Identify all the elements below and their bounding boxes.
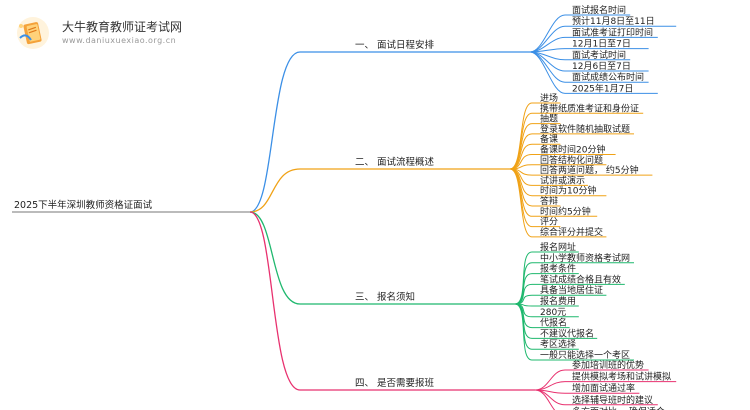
- leaf-topic[interactable]: 报名网址: [540, 241, 576, 253]
- leaf-topic[interactable]: 携带纸质准考证和身份证: [540, 102, 639, 114]
- leaf-connector: [529, 51, 566, 72]
- leaf-topic[interactable]: 回答两道问题， 约5分钟: [540, 164, 639, 176]
- leaf-connector: [529, 25, 566, 53]
- leaf-connector: [509, 112, 533, 170]
- leaf-topic[interactable]: 抽题: [540, 113, 558, 125]
- leaf-topic[interactable]: 综合评分并提交: [540, 226, 603, 238]
- leaf-connector: [514, 303, 533, 361]
- leaf-topic[interactable]: 2025年1月7日: [572, 82, 633, 94]
- leaf-topic[interactable]: 备课: [540, 133, 558, 145]
- branch-topic-1[interactable]: 一、 面试日程安排: [355, 39, 435, 51]
- leaf-topic[interactable]: 具备当地居住证: [540, 284, 603, 296]
- leaf-connector: [529, 14, 566, 53]
- leaf-topic[interactable]: 答辩: [540, 195, 558, 207]
- leaf-topic[interactable]: 280元: [540, 308, 566, 318]
- leaf-topic[interactable]: 增加面试通过率: [572, 382, 635, 394]
- leaf-topic[interactable]: 12月1日至7日: [572, 39, 631, 50]
- branch-connector-2: [249, 168, 301, 213]
- leaf-topic[interactable]: 代报名: [540, 317, 567, 329]
- leaf-connector: [514, 262, 533, 305]
- leaf-topic[interactable]: 评分: [540, 217, 558, 228]
- leaf-topic[interactable]: 中小学教师资格考试网: [540, 252, 630, 264]
- leaf-connector: [534, 369, 566, 391]
- leaf-topic[interactable]: 不建议代报名: [540, 327, 594, 339]
- leaf-topic[interactable]: 试讲或演示: [540, 174, 585, 186]
- leaf-topic[interactable]: 面试准考证打印时间: [572, 26, 653, 38]
- root-topic[interactable]: 2025下半年深圳教师资格证面试: [14, 199, 153, 211]
- branch-connector-4: [249, 211, 301, 391]
- leaf-topic[interactable]: 面试报名时间: [572, 4, 626, 16]
- leaf-topic[interactable]: 进场: [540, 93, 558, 104]
- logo-url: www.daniuxuexiao.org.cn: [62, 36, 177, 45]
- leaf-connector: [509, 133, 533, 170]
- leaf-connector: [514, 273, 533, 305]
- leaf-topic[interactable]: 时间约5分钟: [540, 205, 591, 217]
- leaf-topic[interactable]: 登录软件随机抽取试题: [540, 123, 630, 135]
- leaf-connector: [529, 51, 566, 83]
- logo: 大牛教育教师证考试网 www.daniuxuexiao.org.cn: [12, 14, 252, 54]
- leaf-topic[interactable]: 参加培训班的优势: [572, 359, 644, 371]
- logo-title: 大牛教育教师证考试网: [62, 20, 183, 34]
- leaf-topic[interactable]: 面试成绩公布时间: [572, 71, 644, 83]
- leaf-topic[interactable]: 考区选择: [540, 338, 576, 350]
- branch-topic-4[interactable]: 四、 是否需要报班: [355, 377, 435, 389]
- leaf-topic[interactable]: 笔试成绩合格且有效: [540, 273, 621, 285]
- leaf-topic[interactable]: 报考条件: [540, 263, 576, 275]
- branch-topic-2[interactable]: 二、 面试流程概述: [355, 156, 435, 168]
- leaf-connector: [509, 168, 533, 238]
- leaf-topic[interactable]: 选择辅导班时的建议: [572, 394, 653, 406]
- leaf-connector: [529, 51, 566, 94]
- leaf-connector: [534, 389, 556, 410]
- mind-map-nodes: 2025下半年深圳教师资格证面试 一、 面试日程安排 面试报名时间预计11月8日至…: [14, 4, 671, 410]
- branch-connector-1: [249, 51, 301, 213]
- mind-map-edges: [12, 14, 677, 410]
- leaf-topic[interactable]: 备课时间20分钟: [540, 144, 605, 156]
- leaf-topic[interactable]: 回答结构化问题: [540, 154, 603, 166]
- leaf-connector: [509, 102, 533, 170]
- branch-connector-3: [249, 211, 301, 305]
- book-logo-icon: [17, 17, 49, 49]
- leaf-topic[interactable]: 多方面对比， 确保适合: [572, 405, 665, 410]
- leaf-topic[interactable]: 一般只能选择一个考区: [540, 349, 630, 361]
- leaf-topic[interactable]: 时间为10分钟: [540, 185, 596, 197]
- leaf-topic[interactable]: 预计11月8日至11日: [572, 15, 655, 27]
- leaf-topic[interactable]: 面试考试时间: [572, 49, 626, 61]
- leaf-topic[interactable]: 报名费用: [540, 295, 576, 307]
- leaf-topic[interactable]: 提供模拟考场和试讲模拟: [572, 371, 671, 383]
- branch-topic-3[interactable]: 三、 报名须知: [355, 291, 415, 303]
- leaf-topic[interactable]: 12月6日至7日: [572, 61, 631, 72]
